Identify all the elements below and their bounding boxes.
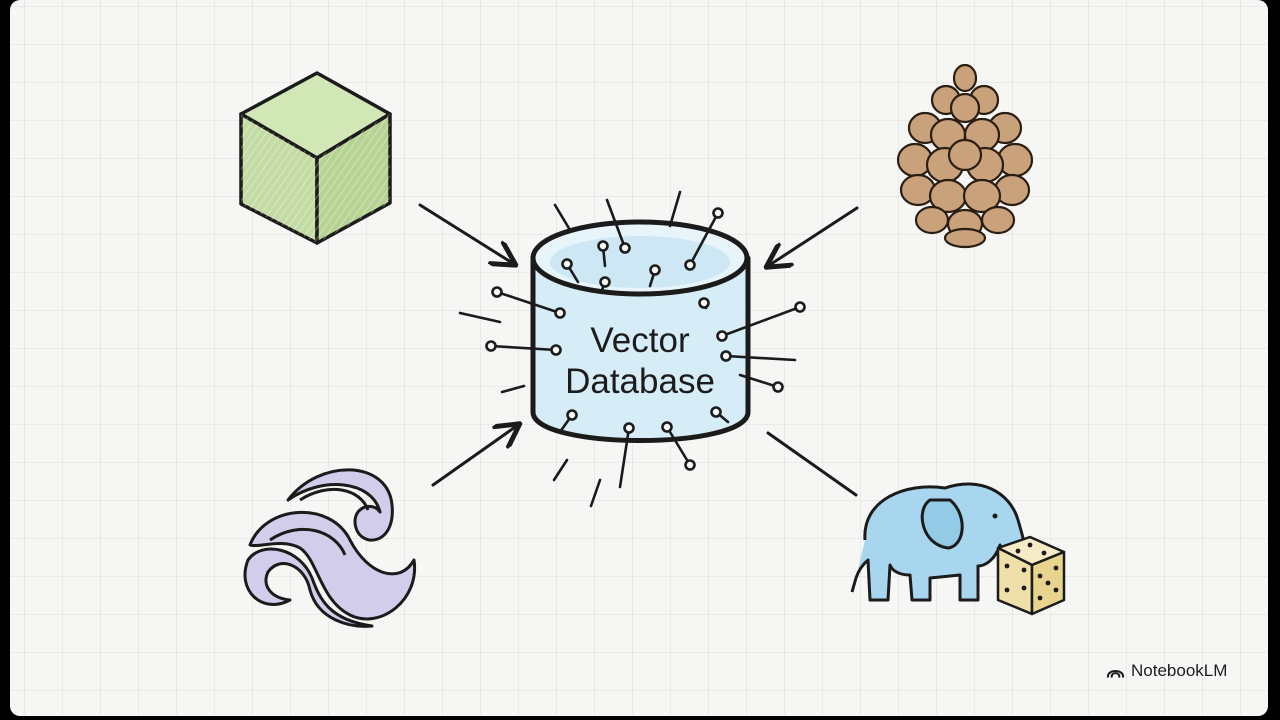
connector-elephant-db xyxy=(766,431,858,497)
arrows xyxy=(418,203,859,497)
vector-pins xyxy=(458,190,806,508)
database-cylinder-icon: Vector Database xyxy=(530,219,751,443)
notebooklm-logo-icon xyxy=(1106,669,1125,678)
green-cube-icon xyxy=(239,71,392,245)
arrow-cube-to-db xyxy=(418,203,514,264)
arrow-wave-to-db xyxy=(431,425,518,487)
dice-icon xyxy=(996,535,1066,616)
arrow-pinecone-to-db xyxy=(768,206,859,266)
brand-name: NotebookLM xyxy=(1131,661,1228,680)
db-label-line1: Vector xyxy=(590,321,690,360)
db-label-line2: Database xyxy=(565,362,715,401)
pinecone-icon xyxy=(896,63,1034,249)
notebooklm-branding: NotebookLM xyxy=(1106,660,1227,682)
purple-wave-icon xyxy=(243,468,417,628)
